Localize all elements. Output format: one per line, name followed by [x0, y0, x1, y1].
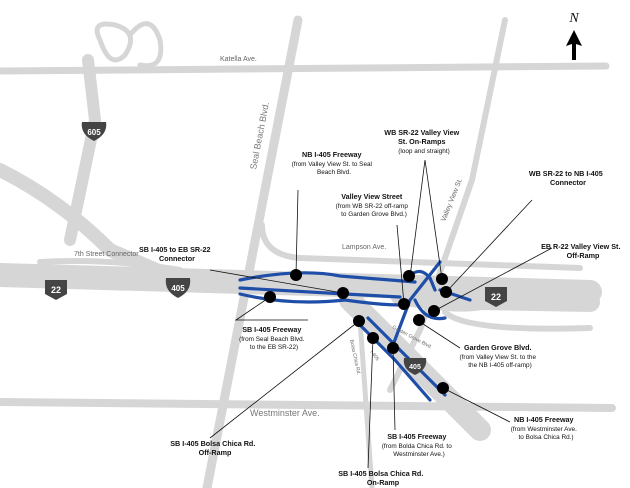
leader-garden-grove: [419, 321, 461, 349]
marker-eb22-offramp: [428, 305, 440, 317]
seventh-street-connector: [37, 258, 183, 273]
marker-wb22-405: [440, 286, 452, 298]
lampson-ave-road: [259, 222, 583, 271]
marker-nb405-westminster: [437, 382, 449, 394]
marker-sb405-bolsa-off: [353, 315, 365, 327]
svg-text:405: 405: [409, 364, 421, 371]
interstate-shield-icon: [403, 358, 427, 375]
callout-sb405-seal: SB I-405 Freeway (from Seal Beach Blvd. …: [239, 319, 309, 351]
i405-diagonal-label: I-405: [368, 350, 380, 363]
segment-garden-grove: [413, 298, 447, 321]
segment-sb405-diagonal: [353, 318, 432, 402]
interchange-loop-2: [127, 21, 164, 69]
leader-lines: [209, 159, 553, 469]
i605-north: [64, 54, 101, 246]
project-location-markers: [264, 269, 452, 394]
sr22-shield-east: 22: [485, 287, 507, 307]
callout-labels: NB I-405 Freeway (from Valley View St. t…: [139, 122, 625, 487]
marker-wb22-onramp-2: [436, 273, 448, 285]
state-route-shield-icon: [45, 280, 67, 300]
leader-sb405-eb22: [209, 269, 344, 294]
interstate-shield-icon: [81, 122, 107, 141]
callout-sb405-bolsa-on: SB I-405 Bolsa Chica Rd. On-Ramp: [338, 463, 428, 487]
svg-text:605: 605: [87, 128, 101, 137]
callout-nb405-westminster: NB I-405 Freeway (from Westminster Ave. …: [511, 409, 582, 441]
callout-sb405-bolsa-off: SB I-405 Bolsa Chica Rd. Off-Ramp: [170, 433, 260, 457]
interstate-shield-icon: [165, 278, 191, 298]
marker-sb405-seal: [264, 291, 276, 303]
leader-eb22-offramp: [433, 247, 553, 312]
leader-sb405-bolsa-on: [367, 337, 374, 469]
leader-wb22-onramps: [409, 159, 443, 280]
seal-beach-blvd-road: [202, 15, 303, 488]
svg-text:405: 405: [171, 284, 185, 293]
marker-garden-grove: [413, 314, 425, 326]
leader-valley-view: [396, 224, 405, 305]
svg-text:22: 22: [51, 285, 61, 295]
marker-sb405-bolda: [387, 342, 399, 354]
sr22-shield-west: 22: [45, 280, 67, 300]
callout-nb405-seal: NB I-405 Freeway (from Valley View St. t…: [292, 144, 377, 176]
marker-wb22-onramp-1: [403, 270, 415, 282]
leader-nb405-westminster: [442, 387, 511, 423]
westminster-label: Westminster Ave.: [250, 408, 320, 418]
garden-grove-blvd-road: [442, 309, 593, 332]
north-arrow-icon: [566, 30, 582, 60]
callout-wb22-onramps: WB SR-22 Valley View St. On-Ramps (loop …: [384, 122, 463, 155]
i605-shield: 605: [81, 122, 107, 141]
north-arrow: N: [566, 11, 582, 60]
marker-nb405-seal: [290, 269, 302, 281]
leader-sb405-bolda: [392, 347, 396, 431]
leader-sb405-bolsa-off: [209, 320, 360, 439]
north-label: N: [568, 11, 579, 26]
seventh-street-label: 7th Street Connector: [74, 251, 139, 258]
callout-eb22-offramp: EB R-22 Valley View St. Off-Ramp: [541, 236, 625, 260]
callout-sb405-eb22: SB I-405 to EB SR-22 Connector: [139, 239, 215, 263]
leader-nb405-seal: [295, 189, 299, 276]
callout-wb22-405: WB SR-22 to NB I-405 Connector: [529, 163, 607, 187]
i605-freeway: [0, 163, 187, 287]
leader-wb22-405: [447, 199, 533, 291]
leader-sb405-seal: [234, 296, 308, 321]
marker-valley-view: [398, 298, 410, 310]
interchange-loop-1: [94, 21, 134, 63]
katella-ave-road: [0, 62, 610, 75]
westminster-ave-road: [0, 398, 616, 412]
state-route-shield-icon: [485, 287, 507, 307]
lampson-label: Lampson Ave.: [342, 244, 386, 251]
katella-label: Katella Ave.: [220, 56, 257, 63]
i405-shield-west: 405: [165, 278, 191, 298]
bolsa-chica-rd-road: [357, 317, 375, 488]
marker-sb405-eb22: [337, 287, 349, 299]
segment-valley-view: [391, 260, 442, 347]
i405-shield-south: 405: [403, 358, 427, 375]
svg-text:22: 22: [491, 292, 501, 302]
callout-valley-view: Valley View Street (from WB SR-22 off-ra…: [336, 186, 413, 218]
callout-sb405-bolda: SB I-405 Freeway (from Bolda Chica Rd. t…: [382, 426, 456, 458]
marker-sb405-bolsa-on: [367, 332, 379, 344]
callout-garden-grove: Garden Grove Blvd. (from Valley View St.…: [460, 337, 541, 369]
